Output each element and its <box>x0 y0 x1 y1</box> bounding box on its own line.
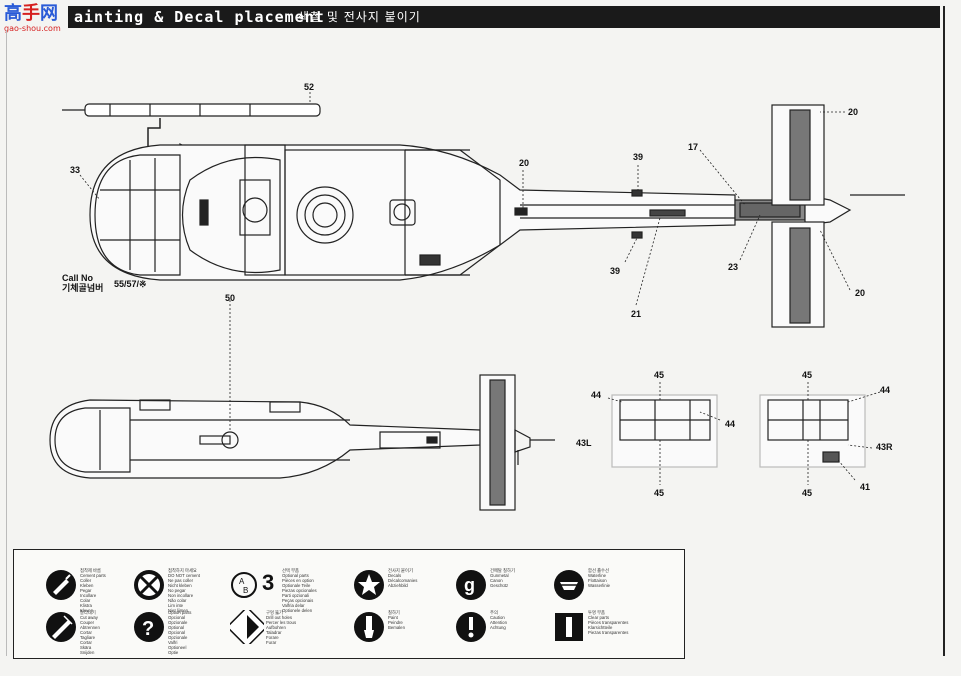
gun-metal-g-icon: g <box>456 570 486 600</box>
legend-text: 구멍 뚫기 Drill out holes Percer les trous A… <box>266 610 297 645</box>
optional-number: 3 <box>262 570 275 595</box>
svg-text:g: g <box>464 575 475 595</box>
legend-text: 투명 부품 Clear parts Pièces transparentes K… <box>588 610 629 635</box>
page-subtitle-korean: 색칠 및 전사지 붙이기 <box>298 10 421 24</box>
legend-item-question: ? Option parts Opcional Opzionale Option… <box>132 610 232 655</box>
callout-21: 21 <box>631 309 642 319</box>
callout-23: 23 <box>728 262 739 272</box>
legend-item-drill: 구멍 뚫기 Drill out holes Percer les trous A… <box>230 610 330 654</box>
legend-item-decal: 전사지 붙이기 Decals Décalcomanies Abziehbild <box>352 568 452 612</box>
legend-text: 잘라내기 Cut away Couper Abtrennen Cortar Ta… <box>80 610 100 655</box>
legend-item-paint: 칠하기 Paint Peindre Bemalen <box>352 610 452 654</box>
watermark-logo: 高手网 gao-shou.com <box>2 2 68 34</box>
callout-45-left-top: 45 <box>654 370 665 380</box>
svg-text:B: B <box>243 586 248 595</box>
page-title: ainting & Decal placement <box>74 8 325 26</box>
callout-45-right-bottom: 45 <box>802 488 813 498</box>
legend-text: 접착제 바름 Cement parts Coller Kleben Pegar … <box>80 568 106 613</box>
call-no-value: 55/57/※ <box>114 279 147 289</box>
aim-bit-icon <box>230 610 264 644</box>
call-no-label-korean: 기체골넘버 <box>62 284 104 294</box>
decal-panel-right <box>759 394 866 468</box>
cut-off-icon <box>46 612 76 642</box>
call-no-label: Call No <box>62 273 94 283</box>
top-view-fuselage <box>89 144 905 281</box>
legend-text: 주의 Caution Attention Achtung <box>490 610 507 630</box>
symbol-legend: 접착제 바름 Cement parts Coller Kleben Pegar … <box>13 549 685 659</box>
callout-20-stab-bottom: 20 <box>855 288 866 298</box>
clear-parts-icon <box>555 613 583 641</box>
ship-waterline-icon <box>554 570 584 600</box>
legend-text: 건메탈 칠하기 Gunmetal Canon Geschütz <box>490 568 515 588</box>
cement-tube-icon <box>46 570 76 600</box>
callout-43L: 43L <box>576 438 592 448</box>
brush-paint-icon <box>354 612 384 642</box>
callout-44-left: 44 <box>591 390 602 400</box>
legend-item-gunmetal: g 건메탈 칠하기 Gunmetal Canon Geschütz <box>454 568 554 612</box>
page-border-right <box>943 6 945 656</box>
legend-text: 선택 부품 Optional parts Pièces en option Op… <box>282 568 317 613</box>
leader-lines <box>79 92 881 485</box>
callout-33: 33 <box>70 165 81 175</box>
callout-17: 17 <box>688 142 699 152</box>
legend-item-cut: 잘라내기 Cut away Couper Abtrennen Cortar Ta… <box>44 610 144 655</box>
optional-parts-icon: AB <box>231 572 257 598</box>
legend-text: 접착하지 마세요 DO NOT cement Ne pas coller Nic… <box>168 568 200 613</box>
legend-item-caution: 주의 Caution Attention Achtung <box>454 610 554 654</box>
callout-52: 52 <box>304 82 315 92</box>
caution-icon <box>456 612 486 642</box>
legend-text: Option parts Opcional Opzionale Optional… <box>168 610 192 655</box>
header: 高手网 gao-shou.com ainting & Decal placeme… <box>0 0 961 34</box>
svg-text:?: ? <box>142 618 154 640</box>
callout-43R: 43R <box>876 442 893 452</box>
decal-star-icon <box>354 570 384 600</box>
callout-44-right: 44 <box>880 385 891 395</box>
callout-45-right-top: 45 <box>802 370 813 380</box>
legend-item-waterline: 함선 흘수선 Waterline Flottaison Wasserlinie <box>552 568 652 612</box>
callout-50: 50 <box>225 293 236 303</box>
callout-44-center: 44 <box>725 419 736 429</box>
legend-item-do-not-cement: 접착하지 마세요 DO NOT cement Ne pas coller Nic… <box>132 568 232 613</box>
legend-item-clear: 투명 부품 Clear parts Pièces transparentes K… <box>552 610 652 654</box>
rotor-blade-part <box>62 103 321 153</box>
question-mark-icon: ? <box>134 612 164 642</box>
callout-39-bottom: 39 <box>610 266 621 276</box>
callout-20-stab-top: 20 <box>848 107 859 117</box>
legend-text: 함선 흘수선 Waterline Flottaison Wasserlinie <box>588 568 611 588</box>
title-bar <box>68 6 940 28</box>
callout-45-left-bottom: 45 <box>654 488 665 498</box>
do-not-cement-icon <box>134 570 164 600</box>
legend-text: 칠하기 Paint Peindre Bemalen <box>388 610 405 630</box>
callout-41: 41 <box>860 482 871 492</box>
callout-39-top: 39 <box>633 152 644 162</box>
svg-text:A: A <box>239 577 245 586</box>
callout-20-tail: 20 <box>519 158 530 168</box>
side-view-fuselage <box>49 374 555 511</box>
tail-stabilizer-top <box>771 104 825 328</box>
decal-panel-left <box>611 394 718 468</box>
logo-text: 高手网 <box>4 3 58 24</box>
logo-url: gao-shou.com <box>4 24 61 33</box>
page-border-left <box>6 30 7 656</box>
legend-text: 전사지 붙이기 Decals Décalcomanies Abziehbild <box>388 568 418 588</box>
legend-item-cement: 접착제 바름 Cement parts Coller Kleben Pegar … <box>44 568 144 613</box>
